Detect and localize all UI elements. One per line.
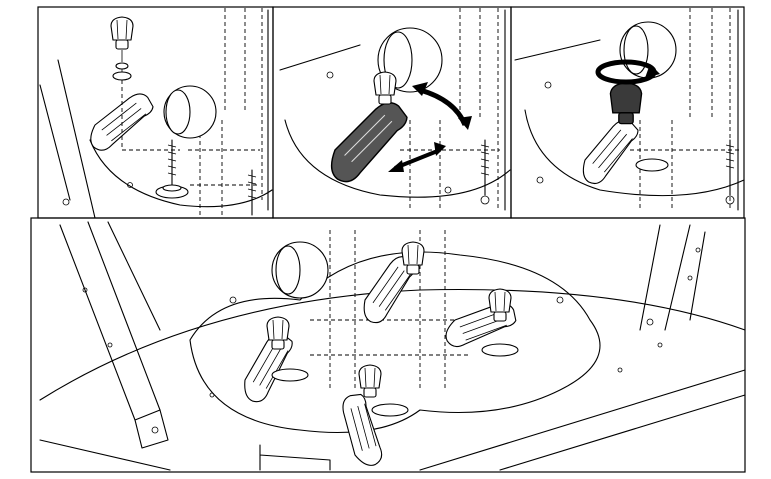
knob-dark-icon: [609, 82, 643, 125]
clamp-highlighted-icon: [330, 102, 408, 183]
panel-step-2: [272, 6, 512, 219]
knob-icon: [373, 71, 397, 105]
washer-icon: [115, 62, 129, 70]
panel-step-1: [37, 6, 274, 219]
panel-step-4: [30, 217, 746, 473]
knob-bottom-icon: [358, 364, 382, 398]
nut-icon: [112, 71, 132, 81]
curved-double-arrow-icon: [419, 87, 468, 127]
clamp-icon: [570, 115, 651, 188]
knob-icon: [110, 16, 134, 50]
panel-step-3: [510, 6, 745, 219]
clamp-bottom-icon: [329, 390, 397, 469]
